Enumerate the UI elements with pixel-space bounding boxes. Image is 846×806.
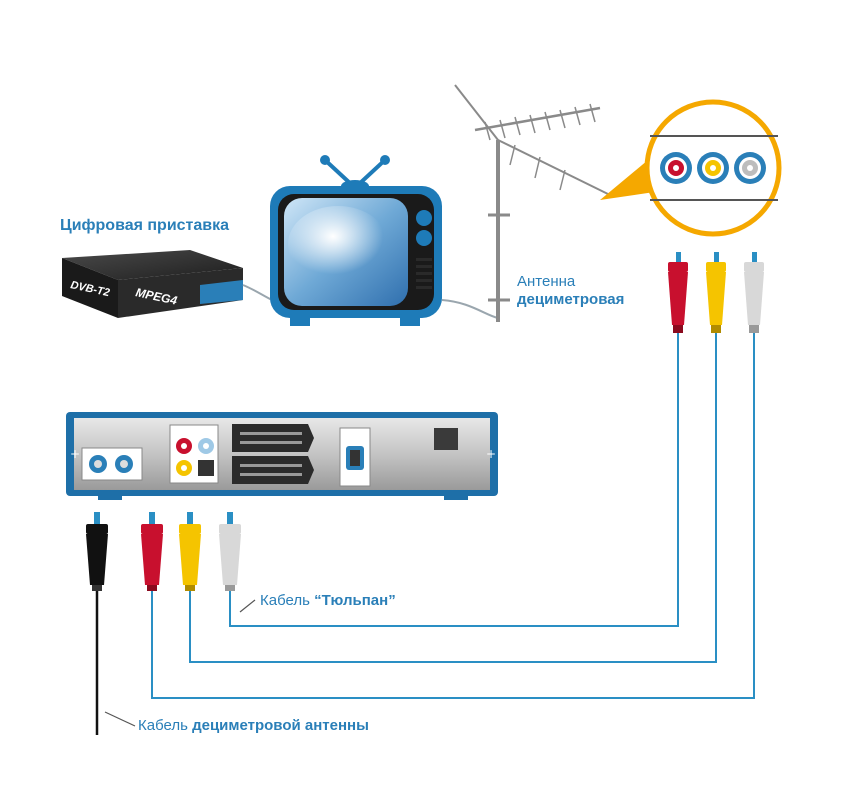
tulip-cable-label: Кабель “Тюльпан”	[260, 592, 396, 610]
rca-zoom-callout	[600, 99, 782, 237]
digital-box-label: Цифровая приставка	[60, 217, 230, 234]
settop-box-illustration: DVB-T2 MPEG4	[62, 250, 243, 318]
svg-text:+: +	[70, 447, 80, 461]
bottom-plugs	[86, 512, 241, 591]
antenna-cable-name: дециметровой антенны	[192, 717, 369, 734]
rca-wires	[151, 332, 755, 699]
wire-yellow	[189, 332, 717, 663]
plug-yellow-top	[706, 252, 726, 333]
wire-white	[229, 332, 679, 627]
plug-red-top	[668, 252, 688, 333]
wire-red	[151, 332, 755, 699]
hdmi-cable-top	[242, 284, 273, 301]
plug-white-top	[744, 252, 764, 333]
top-rca-plugs	[668, 252, 764, 333]
tulip-cable-prefix: Кабель	[260, 592, 315, 609]
plug-white-bottom	[219, 512, 241, 591]
tv-knob-icon	[416, 230, 432, 246]
plug-yellow-bottom	[179, 512, 201, 591]
tv-illustration	[270, 155, 442, 326]
tv-knob-icon	[416, 210, 432, 226]
tulip-cable-name: “Тюльпан”	[314, 592, 396, 609]
antenna-cable-label: Кабель дециметровой антенны	[138, 717, 369, 735]
antenna-illustration	[454, 84, 611, 322]
tv-antenna-left	[323, 158, 354, 187]
antenna-label-line2: дециметровая	[517, 291, 625, 308]
plug-black-antenna	[86, 512, 108, 591]
receiver-rear-panel: + +	[66, 412, 498, 500]
antenna-cable-prefix: Кабель	[138, 717, 193, 734]
plug-red-bottom	[141, 512, 163, 591]
tv-antenna-right	[356, 158, 387, 187]
antenna-feed-top	[441, 299, 499, 319]
antenna-label-line1: Антенна	[517, 273, 576, 290]
svg-text:+: +	[486, 447, 496, 461]
